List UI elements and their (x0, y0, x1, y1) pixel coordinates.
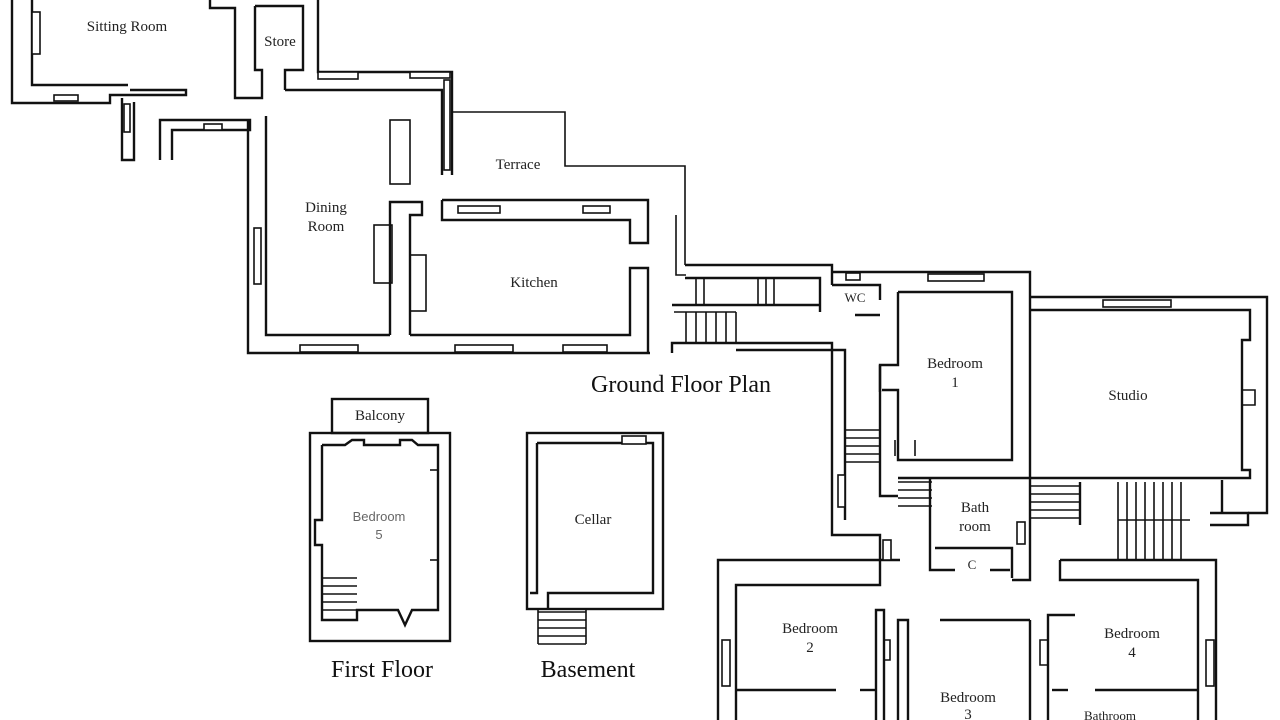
sitting-room-walls (10, 0, 264, 162)
room-label-wc: WC (845, 290, 866, 305)
window (927, 273, 985, 282)
room-label-sitting-room: Sitting Room (87, 19, 168, 35)
staircase (674, 278, 775, 344)
window (562, 344, 608, 353)
window (53, 94, 79, 102)
staircase (322, 577, 357, 611)
bath-room-walls (882, 476, 1190, 582)
room-label-bedroom-1-line-1: Bedroom (927, 356, 983, 372)
room-label-cellar: Cellar (575, 512, 612, 528)
room-label-bedroom-2-line-1: Bedroom (782, 621, 838, 637)
title-basement: Basement (541, 657, 636, 683)
window (1016, 521, 1026, 545)
staircase (898, 481, 932, 507)
terrace-walls (452, 111, 686, 276)
title-ground-floor-plan: Ground Floor Plan (591, 372, 771, 398)
studio-walls (1030, 295, 1269, 527)
window (299, 344, 359, 353)
window (454, 344, 514, 353)
room-label-bath-line-2: room (959, 519, 991, 535)
store-walls (255, 0, 454, 175)
kitchen-walls (410, 198, 650, 353)
staircase (845, 429, 880, 463)
staircase (1117, 482, 1190, 560)
window (203, 123, 223, 131)
room-label-studio: Studio (1108, 388, 1147, 404)
window (837, 474, 846, 508)
room-label-terrace: Terrace (496, 157, 541, 173)
window (31, 11, 41, 55)
window (1102, 299, 1172, 308)
bedroom-1-walls (878, 290, 1014, 498)
window (582, 205, 611, 214)
room-label-bedroom-5-line-2: 5 (375, 527, 382, 542)
room-label-bedroom-3-line-1: Bedroom (940, 690, 996, 706)
window (1205, 639, 1215, 687)
south-bedrooms-walls (716, 558, 1218, 720)
title-first-floor: First Floor (331, 657, 433, 683)
room-label-bedroom-2-line-2: 2 (806, 640, 814, 656)
dining-room-walls (246, 116, 650, 355)
chimney-breast (409, 254, 427, 312)
first-floor-walls (308, 397, 452, 643)
window (443, 79, 451, 171)
window (882, 539, 892, 561)
window (721, 639, 731, 687)
room-label-bedroom-5-line-1: Bedroom (353, 509, 406, 524)
chimney-breast (389, 119, 411, 185)
staircase (537, 609, 587, 645)
room-label-bedroom-3-line-2: 3 (964, 707, 972, 720)
room-label-dining-line-2: Room (308, 219, 345, 235)
room-label-bathroom: Bathroom (1084, 708, 1136, 720)
window (457, 205, 501, 214)
room-label-balcony: Balcony (355, 408, 405, 424)
window (845, 272, 861, 281)
chimney-breast (373, 224, 393, 284)
window (123, 103, 131, 133)
basement-walls (525, 431, 665, 645)
window (621, 435, 647, 445)
window (253, 227, 262, 285)
wc-walls (832, 270, 1032, 478)
window (317, 71, 359, 80)
room-label-bedroom-4-line-1: Bedroom (1104, 626, 1160, 642)
central-corridor (670, 263, 900, 562)
room-label-bedroom-1-line-2: 1 (951, 375, 959, 391)
window (409, 71, 451, 79)
room-label-bath-line-1: Bath (961, 500, 990, 516)
staircase (1030, 482, 1082, 525)
room-label-kitchen: Kitchen (510, 275, 558, 291)
room-label-dining-line-1: Dining (305, 200, 347, 216)
room-label-store: Store (264, 34, 296, 50)
room-label-cupboard: C (968, 557, 977, 572)
room-label-bedroom-4-line-2: 4 (1128, 645, 1136, 661)
